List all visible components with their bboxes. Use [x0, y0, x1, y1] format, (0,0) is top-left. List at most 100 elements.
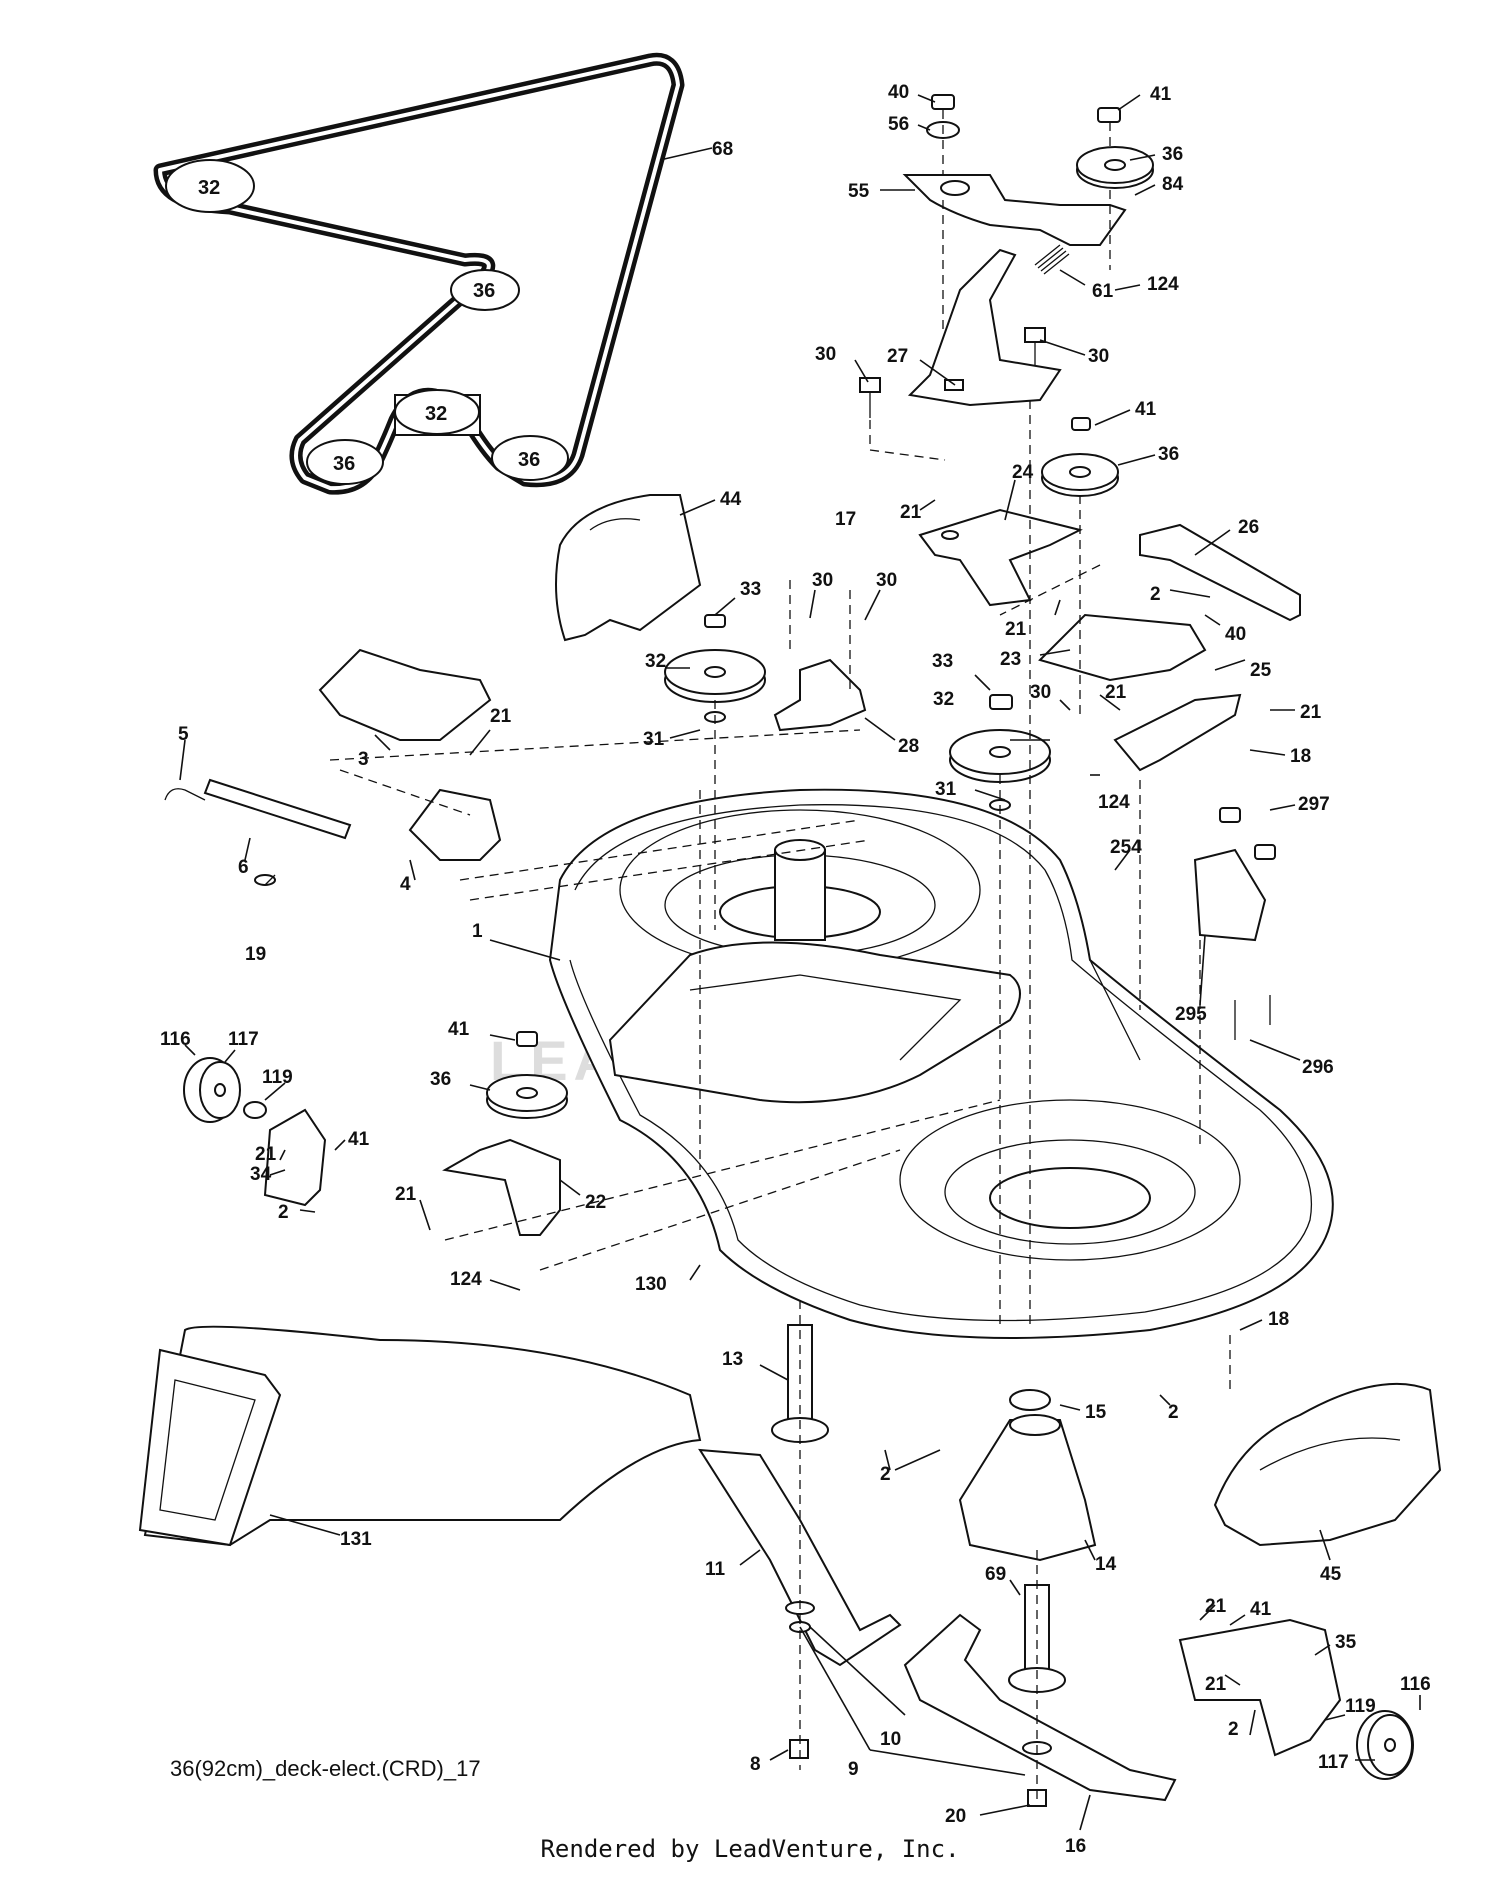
- callout-119: 119: [262, 1067, 293, 1088]
- assembly-lines: [329, 110, 1231, 1800]
- callout-34: 34: [250, 1164, 272, 1185]
- callout-117: 117: [1318, 1752, 1349, 1773]
- wheel-bracket-34: [263, 1108, 327, 1207]
- callout-20: 20: [945, 1806, 966, 1827]
- bolt-296: [1234, 995, 1271, 1040]
- belt-routing-inset: 32 36 32 36 36: [153, 52, 685, 495]
- callout-55: 55: [848, 181, 870, 202]
- callout-45: 45: [1320, 1564, 1342, 1585]
- belt-pulley-36-right: 36: [491, 435, 569, 481]
- callout-25: 25: [1250, 660, 1272, 681]
- nut-297: [1219, 807, 1276, 860]
- blade-16: [903, 1613, 1177, 1802]
- callout-119: 119: [1345, 1696, 1376, 1717]
- callout-41: 41: [1250, 1599, 1272, 1620]
- callout-84: 84: [1162, 174, 1184, 195]
- callout-116: 116: [1400, 1674, 1431, 1695]
- callout-33: 33: [740, 579, 761, 600]
- spindle-shaft-13: [771, 1324, 829, 1443]
- callout-41: 41: [348, 1129, 370, 1150]
- callout-40: 40: [1225, 624, 1246, 645]
- hairpin-clip-5: [164, 788, 206, 801]
- callout-17: 17: [835, 509, 856, 530]
- diagram-reference-code: 36(92cm)_deck-elect.(CRD)_17: [170, 1756, 481, 1781]
- discharge-chute-131: [138, 1325, 702, 1547]
- callout-31: 31: [935, 779, 957, 800]
- callout-32: 32: [933, 689, 954, 710]
- bolt-30-a: [859, 377, 881, 418]
- belt-pulley-32-top: 32: [165, 159, 255, 213]
- callout-14: 14: [1095, 1554, 1117, 1575]
- bracket-4: [408, 788, 502, 861]
- callout-41: 41: [1150, 84, 1172, 105]
- callout-26: 26: [1238, 517, 1259, 538]
- callout-3: 3: [358, 749, 369, 770]
- callout-30: 30: [1030, 682, 1051, 703]
- callout-22: 22: [585, 1192, 606, 1213]
- spindle-cover-45: [1213, 1382, 1442, 1547]
- callout-131: 131: [340, 1529, 372, 1550]
- svg-text:32: 32: [198, 177, 220, 199]
- bolt-8: [789, 1739, 809, 1759]
- bracket-28: [773, 658, 867, 732]
- bolt-19: [254, 874, 276, 886]
- belt-cover-44: [555, 494, 702, 642]
- callout-4: 4: [400, 874, 411, 895]
- callout-30: 30: [815, 344, 836, 365]
- callout-44: 44: [720, 489, 742, 510]
- callout-31: 31: [643, 729, 665, 750]
- callout-labels: 68 40 41 56 36 84 55 124 61 30 27 30 41 …: [160, 82, 1431, 1857]
- wheel-bracket-35: [1178, 1618, 1342, 1757]
- callout-124: 124: [1098, 792, 1130, 813]
- pulley-36-top: [1076, 146, 1154, 189]
- bracket-22: [442, 1138, 561, 1236]
- pulley-36-right: [1041, 417, 1119, 497]
- callout-23: 23: [1000, 649, 1021, 670]
- callout-33: 33: [932, 651, 953, 672]
- callout-5: 5: [178, 724, 189, 745]
- callout-117: 117: [228, 1029, 259, 1050]
- callout-36: 36: [430, 1069, 451, 1090]
- bracket-3: [318, 648, 492, 741]
- callout-41: 41: [1135, 399, 1157, 420]
- bracket-24: [918, 508, 1083, 607]
- callout-68: 68: [712, 139, 733, 160]
- callout-30: 30: [812, 570, 833, 591]
- callout-18: 18: [1290, 746, 1311, 767]
- callout-40: 40: [888, 82, 909, 103]
- nut-41-top: [1097, 107, 1121, 123]
- callout-21: 21: [255, 1144, 277, 1165]
- svg-text:36: 36: [333, 453, 355, 475]
- callout-35: 35: [1335, 1632, 1357, 1653]
- callout-297: 297: [1298, 794, 1330, 815]
- callout-69: 69: [985, 1564, 1006, 1585]
- callout-18: 18: [1268, 1309, 1289, 1330]
- callout-21: 21: [900, 502, 922, 523]
- gauge-wheel-117-right: [1356, 1710, 1414, 1780]
- callout-21: 21: [1300, 702, 1322, 723]
- callout-254: 254: [1110, 837, 1142, 858]
- callout-30: 30: [1088, 346, 1109, 367]
- callout-56: 56: [888, 114, 909, 135]
- bracket-25: [1113, 693, 1242, 772]
- callout-13: 13: [722, 1349, 743, 1370]
- callout-2: 2: [1150, 584, 1161, 605]
- pulley-36-left-idler: [486, 1031, 568, 1119]
- callout-21: 21: [1105, 682, 1127, 703]
- bolt-30-b: [1024, 327, 1046, 365]
- callout-2: 2: [1168, 1402, 1179, 1423]
- callout-2: 2: [278, 1202, 289, 1223]
- callout-16: 16: [1065, 1836, 1086, 1857]
- callout-24: 24: [1012, 462, 1034, 483]
- bracket-26: [1139, 523, 1301, 622]
- svg-text:36: 36: [473, 280, 495, 302]
- callout-2: 2: [880, 1464, 891, 1485]
- render-credit-footer: Rendered by LeadVenture, Inc.: [540, 1835, 960, 1863]
- link-rod-6: [203, 778, 352, 840]
- callout-21: 21: [1205, 1596, 1227, 1617]
- callout-8: 8: [750, 1754, 761, 1775]
- callout-6: 6: [238, 857, 249, 878]
- nut-40-top: [931, 94, 955, 110]
- callout-21: 21: [490, 706, 512, 727]
